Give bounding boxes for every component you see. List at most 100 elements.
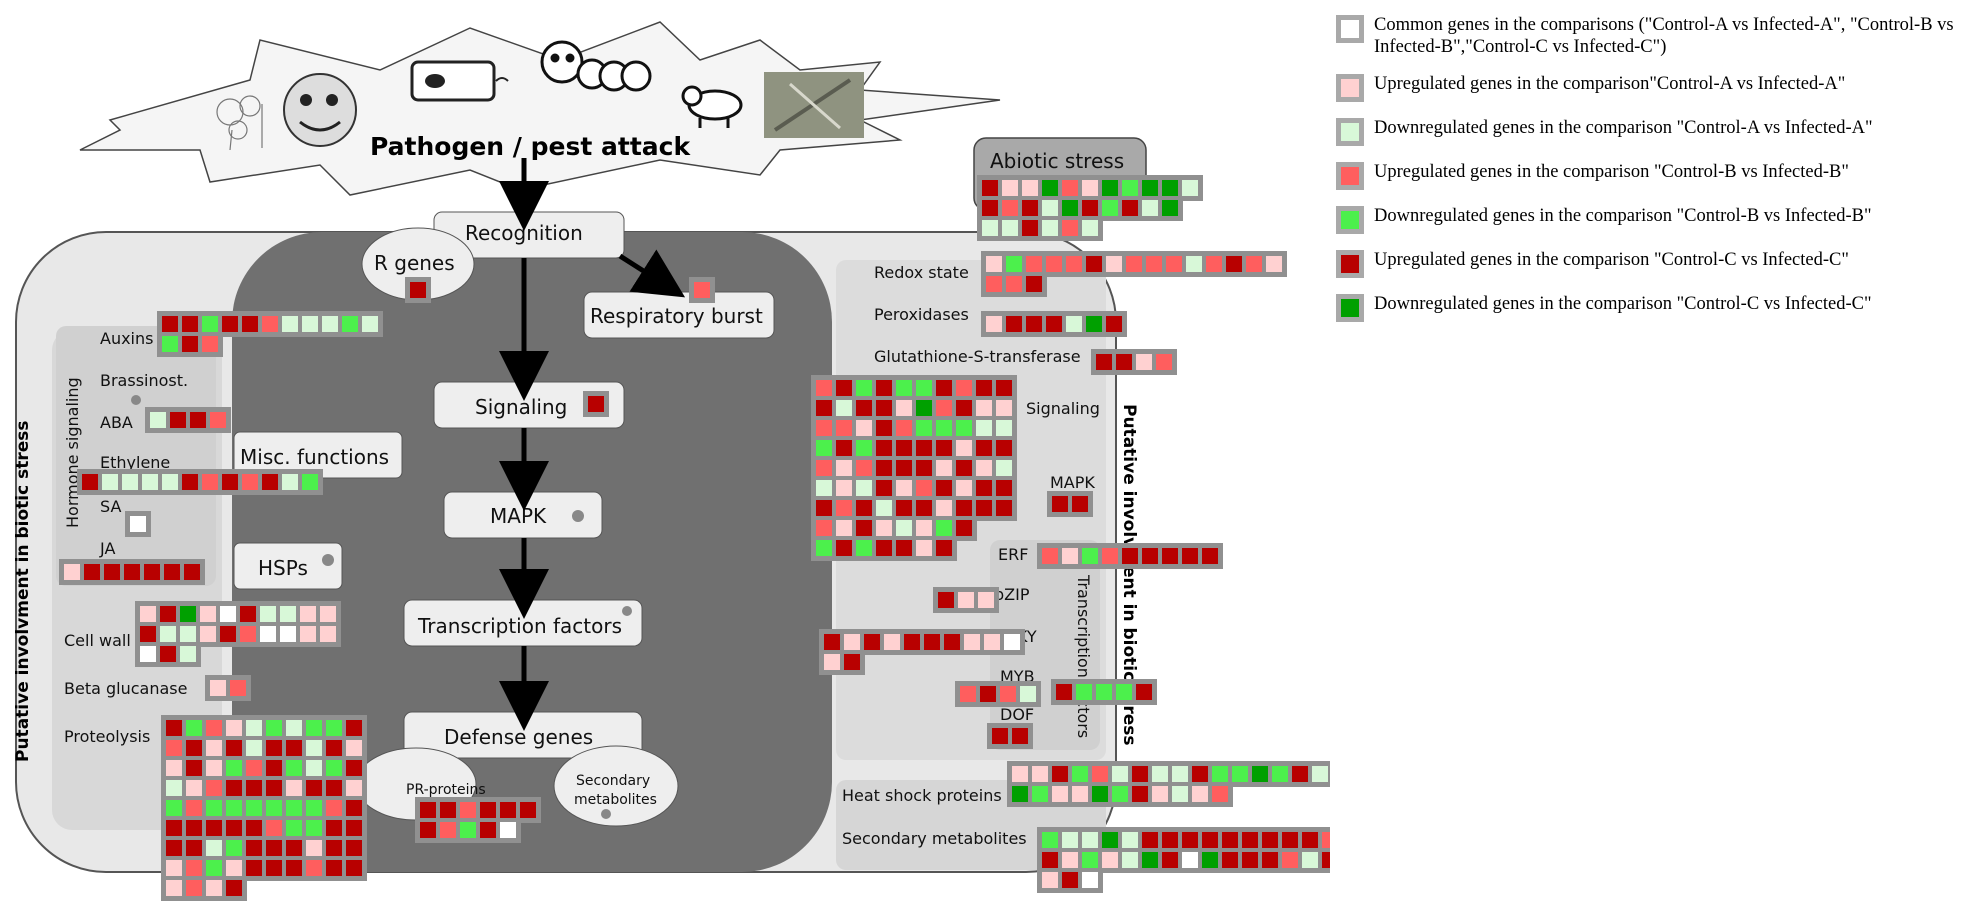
r-genes-label: R genes [374,251,455,275]
gene-cell [876,380,892,396]
arrow-recognition-burst [618,249,686,298]
gene-cell [1182,832,1198,848]
gene-cell [500,802,516,818]
gene-cell [1062,200,1078,216]
gene-cell [1086,316,1102,332]
gene-cell [306,780,322,796]
peroxidases-grid [981,311,1127,337]
gene-cell [986,256,1002,272]
gene-cell [186,740,202,756]
gene-cell [144,564,160,580]
gene-cell [226,820,242,836]
gene-cell [1062,220,1078,236]
gene-cell [246,800,262,816]
caterpillar-icon [540,40,652,92]
gene-cell [1136,684,1152,700]
gene-cell [1092,766,1108,782]
ja-grid [59,559,205,585]
gene-cell [322,316,338,332]
legend-item: Upregulated genes in the comparison "Con… [1336,249,1976,278]
gene-cell [956,400,972,416]
auxins-grid [157,311,383,357]
gene-cell [976,400,992,416]
gene-cell [124,564,140,580]
gene-cell [1132,766,1148,782]
auxins-label: Auxins [100,329,153,348]
gene-cell [856,540,872,556]
misc-functions-label: Misc. functions [240,445,389,469]
gene-cell [936,480,952,496]
secondary-dot-icon [601,809,611,819]
gene-cell [170,412,186,428]
gene-cell [1152,766,1168,782]
gene-cell [1102,200,1118,216]
legend-item: Downregulated genes in the comparison "C… [1336,205,1976,234]
gene-cell [876,420,892,436]
gene-cell [1032,766,1048,782]
peroxidases-label: Peroxidases [874,305,969,324]
gene-cell [1002,220,1018,236]
gene-cell [936,460,952,476]
gene-cell [102,474,118,490]
gene-cell [226,800,242,816]
gene-cell [1062,832,1078,848]
mapk-right-grid [1047,491,1093,517]
virus-capsule-icon [410,60,509,102]
gene-cell [836,520,852,536]
gene-cell [166,860,182,876]
gene-cell [896,500,912,516]
gene-cell [140,646,156,662]
gene-cell [200,626,216,642]
gene-cell [876,480,892,496]
gene-cell [186,720,202,736]
gene-cell [184,564,200,580]
gene-cell [1006,256,1022,272]
gene-cell [206,760,222,776]
gene-cell [160,606,176,622]
gene-cell [916,520,932,536]
gene-cell [262,474,278,490]
legend-item: Common genes in the comparisons ("Contro… [1336,14,1976,58]
gene-cell [246,740,262,756]
legend-text: Common genes in the comparisons ("Contro… [1374,15,1954,57]
gene-cell [1242,852,1258,868]
gene-cell [1182,180,1198,196]
gene-cell [242,316,258,332]
gene-cell [82,474,98,490]
redox-state-grid [981,251,1287,297]
brassinost-label: Brassinost. [100,371,188,390]
gene-cell [844,654,860,670]
gene-cell [1222,832,1238,848]
gene-cell [1002,200,1018,216]
gene-cell [1132,786,1148,802]
gene-cell [896,420,912,436]
gene-cell [206,780,222,796]
gene-cell [162,336,178,352]
gene-cell [976,500,992,516]
dof-grid [987,723,1033,749]
right-vertical-title: Putative involvment in biotic stress [1119,404,1139,746]
heat-shock-label: Heat shock proteins [842,786,1002,805]
gene-cell [996,380,1012,396]
gene-cell [1142,832,1158,848]
gene-cell [816,460,832,476]
gene-cell [1072,786,1088,802]
mapk-label: MAPK [490,504,547,528]
gene-cell [140,626,156,642]
gene-cell [182,316,198,332]
legend: Common genes in the comparisons ("Contro… [1336,14,1976,337]
gene-cell [1086,256,1102,272]
gene-cell [306,820,322,836]
gene-cell [346,800,362,816]
gene-cell [282,316,298,332]
gene-cell [996,440,1012,456]
tf-extra-grid [1051,679,1157,705]
gene-cell [346,760,362,776]
gene-cell [980,686,996,702]
gene-cell [1020,686,1036,702]
gene-cell [160,646,176,662]
gene-cell [1116,684,1132,700]
gene-cell [1012,766,1028,782]
gene-cell [588,396,604,412]
recognition-label: Recognition [465,221,583,245]
